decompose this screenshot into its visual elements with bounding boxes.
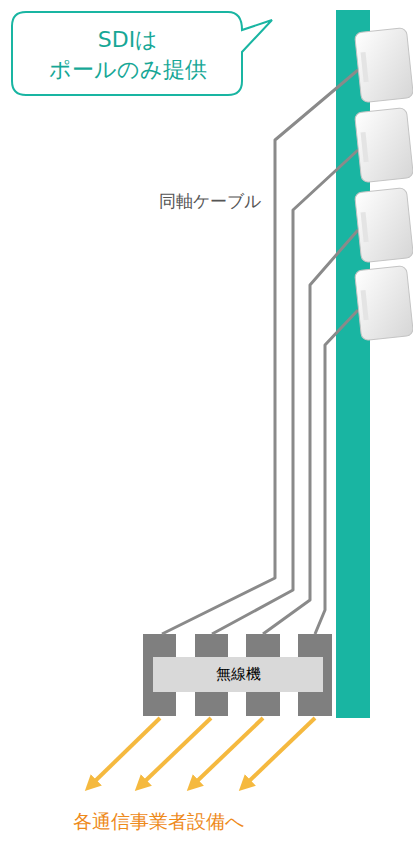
callout-bubble: SDIは ポールのみ提供 <box>12 12 244 97</box>
callout-border <box>12 12 272 95</box>
cable-label: 同軸ケーブル <box>157 190 263 213</box>
coax-cables <box>162 70 358 634</box>
node-text: 無線機 <box>216 664 261 684</box>
output-arrows <box>90 718 315 786</box>
destination-label: 各通信事業者設備へ <box>71 809 246 835</box>
callout-outline <box>10 10 282 99</box>
radio-units <box>143 634 332 716</box>
node-text: SDIは ポールのみ提供 <box>26 25 230 84</box>
antennas <box>354 28 413 341</box>
radio-label-band: 無線機 <box>153 657 323 692</box>
